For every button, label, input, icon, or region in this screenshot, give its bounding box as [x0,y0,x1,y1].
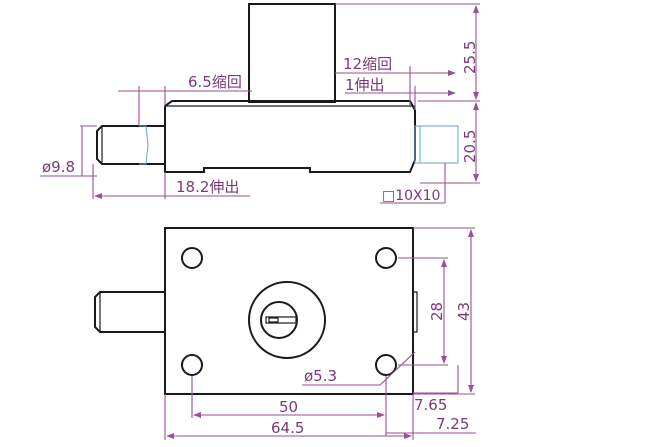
dim-64-5-label: 64.5 [271,419,304,437]
dim-5-3-label: ø5.3 [304,367,337,385]
dim-28-label: 28 [428,302,446,321]
dim-5-3-leader [302,351,416,386]
top-view-lock-body [164,100,416,173]
keyhole-slot [265,316,297,324]
dim-43-label: 43 [455,302,473,321]
dim-6-5-label: 6.5缩回 [188,73,242,91]
dim-18-2-label: 18.2伸出 [176,178,239,196]
dim-10x10-label: □10X10 [382,188,440,204]
front-view-side-bar [412,291,418,333]
top-view: 6.5缩回 12缩回 1伸出 25.5 20.5 ø9.8 18.2伸出 □10… [40,3,480,204]
dim-7-65-label: 7.65 [414,396,447,414]
top-view-upper-block [248,3,336,103]
keyhole-pin [268,317,279,323]
dim-20-5-label: 20.5 [461,130,479,163]
dim-9-8-label: ø9.8 [42,158,75,176]
dim-25-5-label: 25.5 [461,41,479,74]
dim-50-label: 50 [279,398,298,416]
front-view: 28 43 ø5.3 50 64.5 7.65 7.25 [94,227,476,440]
dim-1-label: 1伸出 [345,76,385,94]
key-cylinder-inner [260,301,298,339]
key-cylinder-outer [248,281,326,359]
top-view-bolt-hidden-end [139,125,149,165]
dim-7-25-label: 7.25 [436,415,469,433]
mounting-hole-top-left [181,247,203,269]
top-view-square-bolt [414,125,459,164]
mounting-hole-bottom-left [181,354,203,376]
mounting-hole-top-right [375,247,397,269]
dim-12-label: 12缩回 [343,55,392,73]
front-view-round-bolt [94,291,165,333]
mounting-hole-bottom-right [375,354,397,376]
top-view-round-bolt [96,125,165,165]
